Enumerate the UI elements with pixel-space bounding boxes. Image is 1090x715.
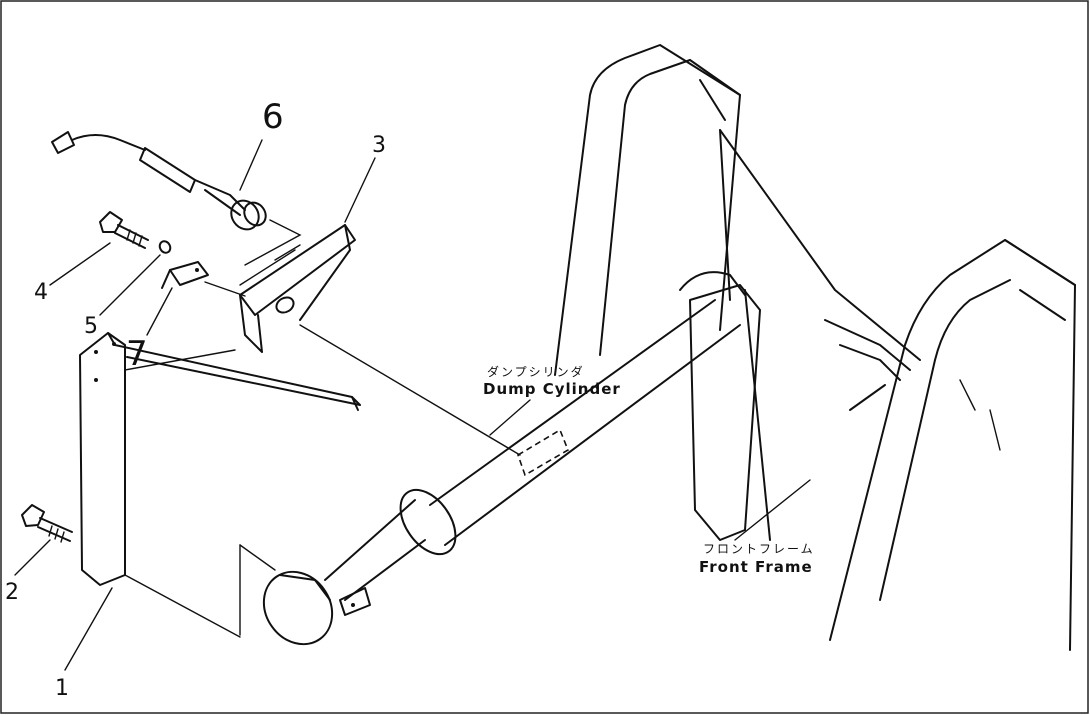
rod-plate-assembly <box>79 332 361 638</box>
callout-6: 6 <box>262 97 284 137</box>
switch-sensor <box>51 131 267 231</box>
callout-5: 5 <box>84 314 98 339</box>
callout-4: 4 <box>34 280 48 305</box>
assembly-lines <box>204 219 521 636</box>
bracket-assembly <box>239 224 356 353</box>
dump-cylinder <box>262 271 746 646</box>
callout-1: 1 <box>55 676 69 701</box>
front-frame-label-en: Front Frame <box>699 558 813 576</box>
front-frame-label-jp: フロントフレーム <box>703 542 815 556</box>
callout-7: 7 <box>126 334 148 374</box>
bolt-4 <box>99 211 149 249</box>
dump-cylinder-label-jp: ダンプシリンダ <box>487 365 585 379</box>
leader-lines <box>14 139 811 671</box>
clip-7 <box>161 261 209 289</box>
callout-3: 3 <box>372 133 386 158</box>
callout-2: 2 <box>5 580 19 605</box>
bolt-2 <box>21 504 73 543</box>
dump-cylinder-label-en: Dump Cylinder <box>483 380 621 398</box>
washer-5 <box>158 240 172 254</box>
front-frame <box>554 44 1076 651</box>
